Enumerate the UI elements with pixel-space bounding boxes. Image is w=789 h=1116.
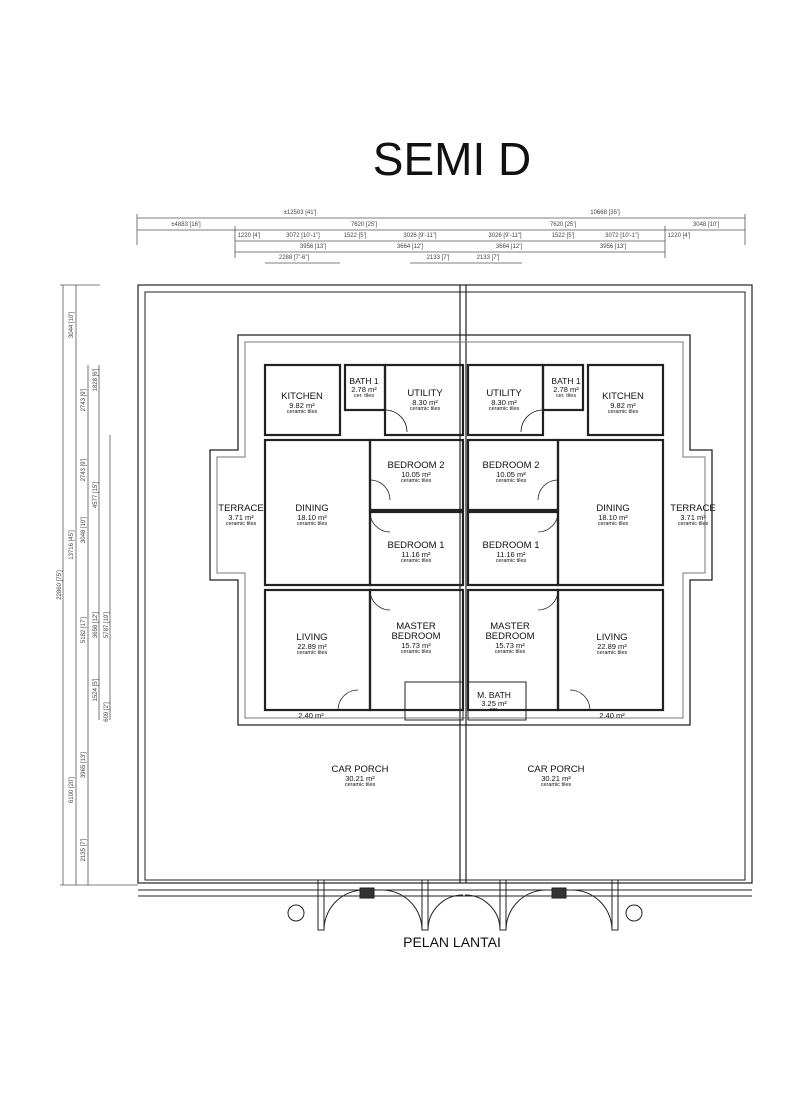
dim-top: 3026 [9'-11"] xyxy=(488,233,522,239)
top-dimension-lines xyxy=(136,214,746,264)
dim-top: 3048 [10'] xyxy=(692,222,720,228)
dim-top: ±4883 [16'] xyxy=(171,222,201,228)
dim-left: 3044 [10'] xyxy=(69,311,75,339)
dim-top: 3956 [13'] xyxy=(599,244,627,250)
dim-top: 7620 [25'] xyxy=(350,222,378,228)
dim-top: 3072 [10'-1"] xyxy=(286,233,320,239)
dim-left: 4577 [15'] xyxy=(93,481,99,509)
left-unit-walls xyxy=(263,363,465,721)
dim-top: 7620 [25'] xyxy=(549,222,577,228)
left-dimension-lines xyxy=(60,284,138,886)
dim-top: 3664 [12'] xyxy=(495,244,523,250)
room-porch-step-right: 2.40 m² xyxy=(599,711,625,720)
dim-top: 3026 [9'-11"] xyxy=(403,233,437,239)
dim-left: 13716 [45'] xyxy=(69,530,75,560)
plan-subtitle: PELAN LANTAI xyxy=(403,934,501,950)
dim-left: 3048 [10'] xyxy=(81,516,87,544)
dim-top: ±12503 [41'] xyxy=(283,210,317,216)
dim-left: 5182 [17'] xyxy=(81,616,87,644)
house-outline xyxy=(209,334,713,726)
dim-left: 2743 [9'] xyxy=(81,388,87,412)
dim-top: 2288 [7'-6"] xyxy=(278,255,310,261)
dim-top: 3956 [13'] xyxy=(299,244,327,250)
page-title: SEMI D xyxy=(372,133,532,185)
front-gates xyxy=(138,879,752,931)
dim-top: 1522 [5'] xyxy=(343,233,367,239)
dim-top: 1220 [4'] xyxy=(667,233,691,239)
dim-left: 22860 [75'] xyxy=(57,570,63,600)
right-unit-walls xyxy=(466,363,665,721)
dim-left: 1828 [6'] xyxy=(93,368,99,392)
dim-left: 6100 [20'] xyxy=(69,776,75,804)
dim-top: 2133 [7'] xyxy=(476,255,500,261)
room-porch-step-left: 2.40 m² xyxy=(298,711,324,720)
dim-top: 1522 [5'] xyxy=(551,233,575,239)
site-boundary xyxy=(137,284,753,884)
dim-top: 10668 [35'] xyxy=(590,210,620,216)
dim-left: 2743 [9'] xyxy=(81,458,87,482)
dim-left: 5787 [19'] xyxy=(104,611,110,639)
dim-top: 3072 [10'-1"] xyxy=(605,233,639,239)
dim-left: 2135 [7'] xyxy=(81,838,87,862)
dim-top: 1220 [4'] xyxy=(237,233,261,239)
dim-top: 3664 [12'] xyxy=(396,244,424,250)
dim-left: 1524 [5'] xyxy=(93,678,99,702)
dim-top: 2133 [7'] xyxy=(426,255,450,261)
dim-left: 3965 [13'] xyxy=(81,751,87,779)
door-swings xyxy=(337,409,591,711)
dim-left: 3658 [12'] xyxy=(93,611,99,639)
dim-left: 609 [2'] xyxy=(104,702,110,722)
